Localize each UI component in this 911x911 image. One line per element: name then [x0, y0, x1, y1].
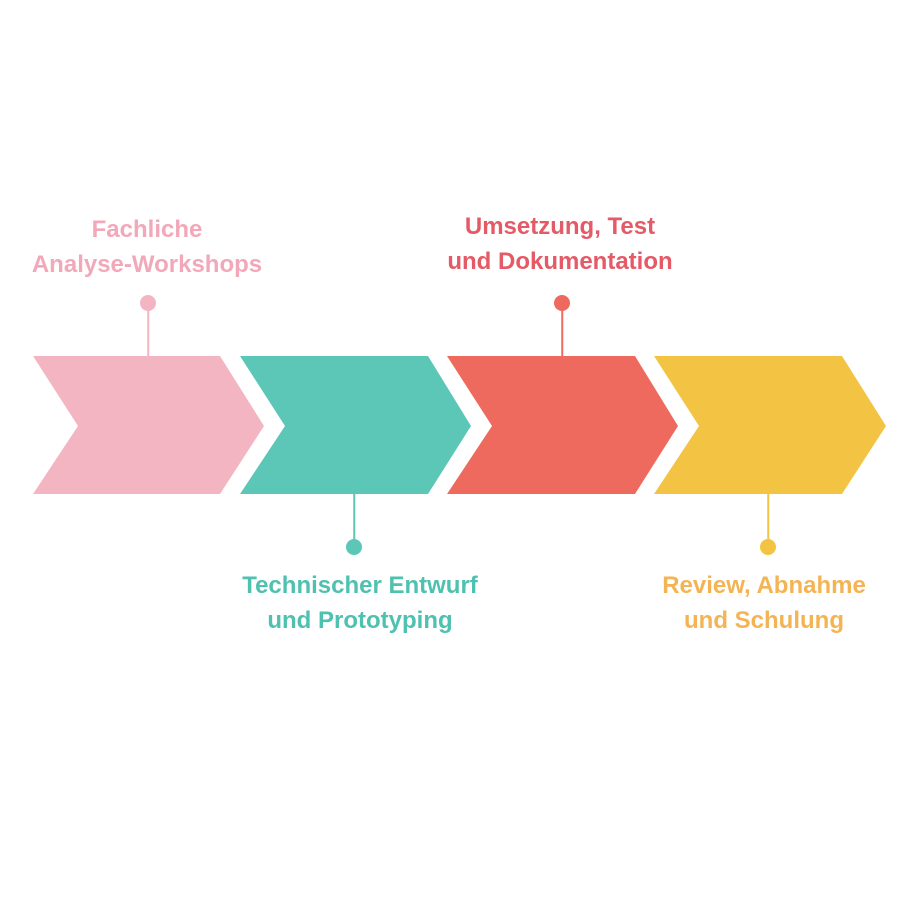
chevron-step-4: [654, 356, 886, 494]
label-step-3-line-1: Umsetzung, Test: [464, 213, 656, 240]
label-step-4: Review, Abnahme und Schulung: [662, 568, 866, 638]
label-step-4-line-2: und Schulung: [684, 607, 844, 634]
marker-dot-step-1: [140, 295, 156, 311]
label-step-1-line-1: Fachliche: [91, 216, 203, 243]
label-step-1-line-2: Analyse-Workshops: [31, 251, 263, 278]
marker-dot-step-2: [346, 539, 362, 555]
connector-line-step-2: [353, 494, 355, 547]
connector-line-step-3: [561, 303, 563, 356]
label-step-1: Fachliche Analyse-Workshops: [32, 212, 262, 282]
label-step-2: Technischer Entwurf und Prototyping: [242, 568, 478, 638]
label-step-3: Umsetzung, Test und Dokumentation: [447, 209, 672, 279]
connector-line-step-1: [147, 303, 149, 356]
label-step-4-line-1: Review, Abnahme: [662, 572, 866, 599]
chevron-step-3: [447, 356, 678, 494]
marker-dot-step-4: [760, 539, 776, 555]
marker-dot-step-3: [554, 295, 570, 311]
connector-line-step-4: [767, 494, 769, 547]
label-step-3-line-2: und Dokumentation: [447, 248, 673, 275]
label-step-2-line-2: und Prototyping: [267, 607, 453, 634]
chevron-step-2: [240, 356, 471, 494]
chevron-step-1: [33, 356, 264, 494]
label-step-2-line-1: Technischer Entwurf: [242, 572, 478, 599]
